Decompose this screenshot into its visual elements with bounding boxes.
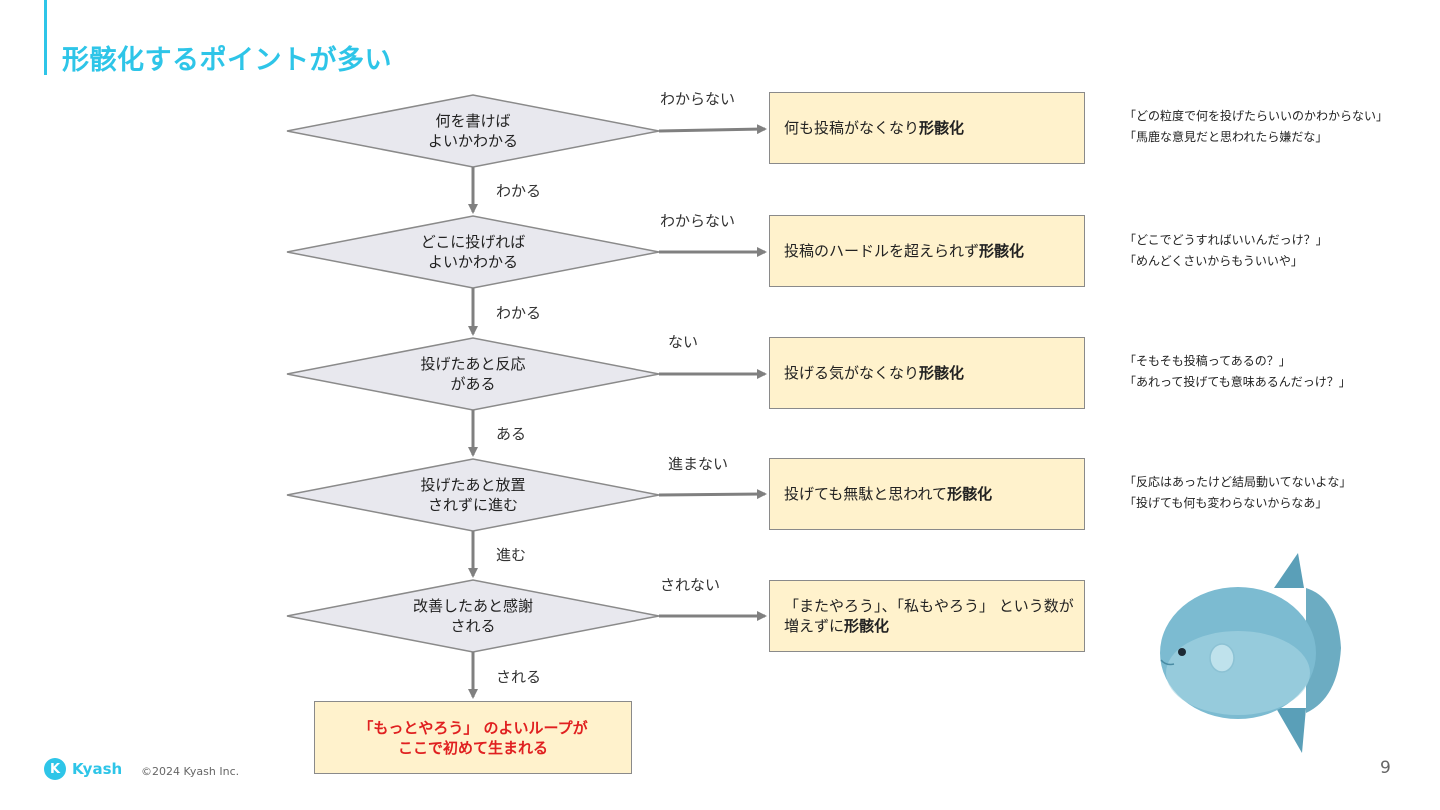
kyash-logo: K Kyash [44,758,122,780]
decision-3-text: 投げたあと反応 がある [373,354,573,394]
quote-1a: 「どの粒度で何を投げたらいいのかわからない」 [1124,109,1389,123]
decision-2-line2: よいかわかる [427,253,518,271]
kyash-logo-text: Kyash [72,760,123,778]
quote-group-1: 「どの粒度で何を投げたらいいのかわからない」 「馬鹿な意見だと思われたら嫌だな」 [1124,106,1388,148]
quote-group-4: 「反応はあったけど結局動いてないよな」 「投げても何も変わらないからなあ」 [1124,472,1351,514]
final-result-box: 「もっとやろう」 のよいループが ここで初めて生まれる [314,701,632,774]
result-1-bold: 形骸化 [919,119,965,137]
decision-5-line2: される [450,617,496,635]
quote-3b: 「あれって投げても意味あるんだっけ？」 [1124,375,1351,389]
slide-title: 形骸化するポイントが多い [62,45,392,76]
quote-3a: 「そもそも投稿ってあるの？」 [1124,354,1291,368]
result-1-text: 何も投稿がなくなり [784,119,920,137]
quote-2a: 「どこでどうすればいいんだっけ？」 [1124,233,1328,247]
decision-4-yes-label: 進む [496,546,527,564]
result-box-3: 投げる気がなくなり形骸化 [769,337,1085,409]
decision-1-line2: よいかわかる [427,132,518,150]
decision-5-text: 改善したあと感謝 される [373,596,573,636]
quote-group-3: 「そもそも投稿ってあるの？」 「あれって投げても意味あるんだっけ？」 [1124,351,1351,393]
result-4-text: 投げても無駄と思われて [784,485,948,503]
decision-4-line2: されずに進む [427,496,518,514]
result-box-4: 投げても無駄と思われて形骸化 [769,458,1085,530]
quote-group-2: 「どこでどうすればいいんだっけ？」 「めんどくさいからもういいや」 [1124,230,1328,272]
quote-1b: 「馬鹿な意見だと思われたら嫌だな」 [1124,130,1328,144]
no-arrow-1 [658,124,767,135]
decision-2-text: どこに投げれば よいかわかる [373,232,573,272]
kyash-logo-icon: K [44,758,66,780]
decision-2-yes-label: わかる [496,304,542,322]
result-box-2: 投稿のハードルを超えられず形骸化 [769,215,1085,287]
quote-4a: 「反応はあったけど結局動いてないよな」 [1124,475,1352,489]
decision-1-line1: 何を書けば [435,112,511,130]
decision-3-line2: がある [450,375,496,393]
decision-1-no-label: わからない [660,90,736,108]
result-4-bold: 形骸化 [947,485,993,503]
result-3-text: 投げる気がなくなり [784,364,920,382]
decision-4-line1: 投げたあと放置 [420,476,526,494]
decision-3-no-label: ない [668,333,699,351]
decision-1-text: 何を書けば よいかわかる [373,111,573,151]
decision-5-yes-label: される [496,668,542,686]
decision-2-no-label: わからない [660,212,736,230]
decision-4-no-label: 進まない [668,455,729,473]
decision-1-yes-label: わかる [496,182,542,200]
decision-3-yes-label: ある [496,425,527,443]
title-accent-bar [44,0,47,75]
copyright: ©2024 Kyash Inc. [141,765,240,778]
result-2-bold: 形骸化 [979,242,1025,260]
result-box-5: 「またやろう」、「私もやろう」 という数が 増えずに形骸化 [769,580,1085,652]
page-number: 9 [1380,758,1391,778]
decision-2-line1: どこに投げれば [420,233,526,251]
result-5-text: 「またやろう」、「私もやろう」 という数が 増えずに [784,597,1074,635]
decision-5-no-label: されない [660,576,721,594]
quote-2b: 「めんどくさいからもういいや」 [1124,254,1303,268]
result-box-1: 何も投稿がなくなり形骸化 [769,92,1085,164]
decision-4-text: 投げたあと放置 されずに進む [373,475,573,515]
quote-4b: 「投げても何も変わらないからなあ」 [1124,496,1328,510]
no-arrow-4 [658,489,767,500]
decision-5-line1: 改善したあと感謝 [412,597,533,615]
result-3-bold: 形骸化 [919,364,965,382]
sunfish-illustration [1160,553,1341,753]
result-5-bold: 形骸化 [844,617,890,635]
result-2-text: 投稿のハードルを超えられず [784,242,980,260]
decision-3-line1: 投げたあと反応 [420,355,526,373]
